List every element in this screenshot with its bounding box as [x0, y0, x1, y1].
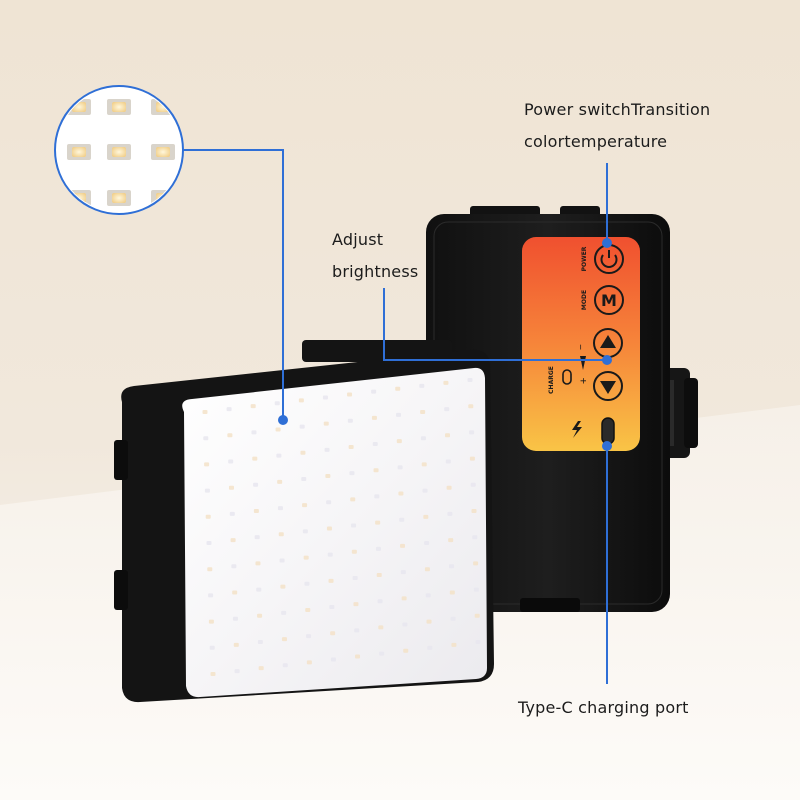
control-panel [522, 237, 640, 451]
charge-text: CHARGE [548, 366, 555, 394]
leader-lines [183, 149, 612, 684]
front-light-unit [114, 340, 494, 703]
mode-text: MODE [581, 290, 588, 310]
adjust-brightness-label-line1: Adjust [332, 230, 384, 249]
plus-sign: + [578, 378, 590, 384]
mode-button-label: M [601, 291, 617, 310]
adjust-brightness-label-line2: brightness [332, 262, 419, 281]
minus-sign: − [576, 344, 587, 350]
power-text: POWER [581, 246, 588, 271]
type-c-port-label: Type-C charging port [518, 698, 689, 717]
led-grid [202, 378, 481, 676]
power-switch-label-line2: colortemperature [524, 132, 668, 151]
brightness-down-button[interactable] [593, 371, 623, 401]
power-switch-label: Power switchTransition colortemperature [524, 94, 710, 158]
charge-led [562, 369, 572, 385]
usb-c-port-icon [601, 417, 615, 445]
power-switch-label-line1: Power switchTransition [524, 100, 711, 119]
led-zoom-bubble [54, 85, 184, 215]
led-diffuser [182, 367, 487, 698]
down-arrow-icon [600, 381, 616, 394]
adjust-brightness-label: Adjust brightness [332, 224, 418, 288]
mode-button[interactable]: M [594, 285, 624, 315]
up-arrow-icon [600, 335, 616, 348]
lightning-icon [572, 421, 582, 438]
